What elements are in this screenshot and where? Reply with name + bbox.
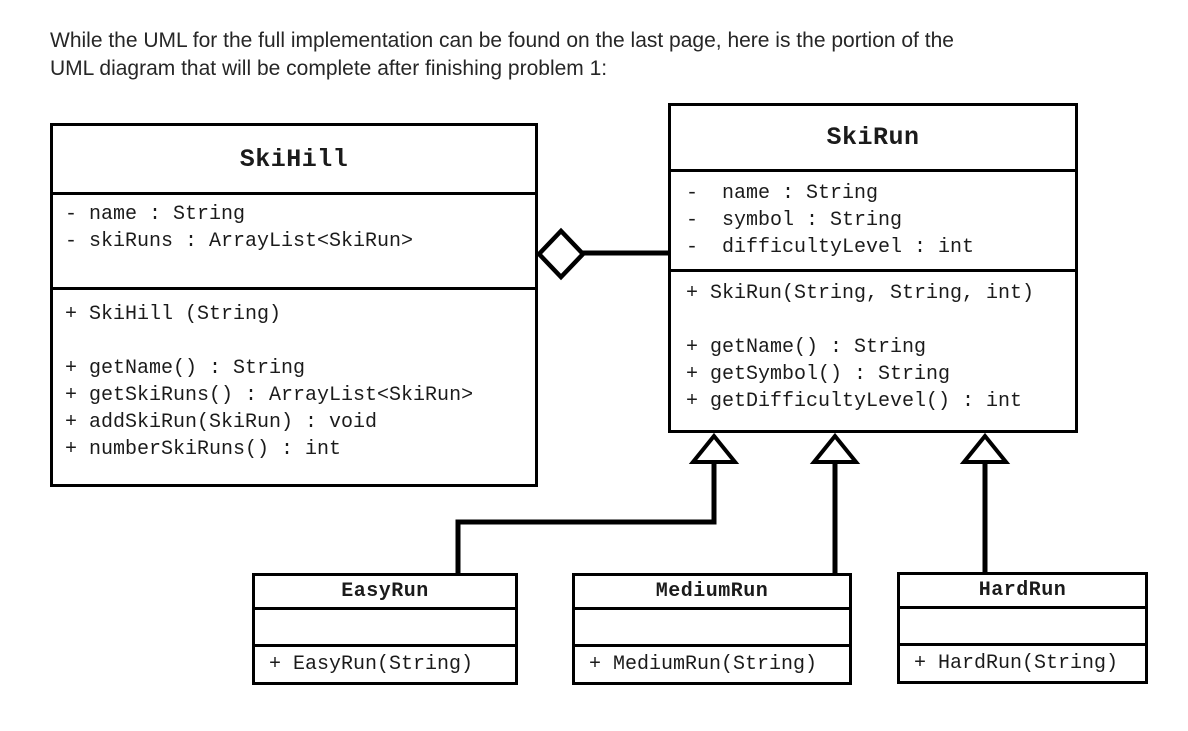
class-methods-hardrun: + HardRun(String): [900, 646, 1145, 681]
intro-line-2: UML diagram that will be complete after …: [50, 57, 608, 80]
inheritance-arrow-easyrun: [688, 432, 740, 464]
member-line: + SkiRun(String, String, int): [686, 282, 1035, 305]
class-title-mediumrun: MediumRun: [575, 576, 849, 610]
class-attributes-hardrun: [900, 609, 1145, 646]
member-line: - skiRuns : ArrayList<SkiRun>: [65, 230, 414, 253]
class-title-easyrun: EasyRun: [255, 576, 515, 610]
member-line: + getDifficultyLevel() : int: [686, 390, 1023, 413]
class-title-skirun: SkiRun: [671, 106, 1075, 172]
intro-line-1: While the UML for the full implementatio…: [50, 29, 954, 52]
class-box-hardrun: HardRun + HardRun(String): [897, 572, 1148, 684]
member-line: [686, 307, 1075, 334]
member-line: - name : String: [686, 182, 879, 205]
class-box-skirun: SkiRun - name : String- symbol : String-…: [668, 103, 1078, 433]
class-methods-skihill: + SkiHill (String) + getName() : String +…: [53, 290, 535, 484]
class-methods-mediumrun: + MediumRun(String): [575, 647, 849, 682]
member-line: + HardRun(String): [914, 652, 1119, 675]
member-line: + getSymbol() : String: [686, 363, 951, 386]
class-box-mediumrun: MediumRun + MediumRun(String): [572, 573, 852, 685]
class-attributes-mediumrun: [575, 610, 849, 647]
member-line: - name : String: [65, 203, 246, 226]
member-line: + getName() : String: [686, 336, 927, 359]
member-line: [65, 328, 535, 355]
member-line: - difficultyLevel : int: [686, 236, 975, 259]
class-box-skihill: SkiHill - name : String - skiRuns : Array…: [50, 123, 538, 487]
inheritance-arrow-hardrun: [959, 432, 1011, 464]
member-line: + addSkiRun(SkiRun) : void: [65, 411, 378, 434]
inheritance-arrow-mediumrun: [809, 432, 861, 464]
class-attributes-skirun: - name : String - symbol : String - diffic…: [671, 172, 1075, 272]
class-title-hardrun: HardRun: [900, 575, 1145, 609]
member-line: + MediumRun(String): [589, 653, 818, 676]
member-line: + getName() : String: [65, 357, 306, 380]
intro-text: While the UML for the full implementatio…: [50, 27, 954, 83]
class-methods-skirun: + SkiRun(String, String, int) + getName(…: [671, 272, 1075, 430]
class-attributes-skihill: - name : String - skiRuns : ArrayList<Ski…: [53, 195, 535, 290]
class-methods-easyrun: + EasyRun(String): [255, 647, 515, 682]
member-line: + getSkiRuns() : ArrayList<SkiRun>: [65, 384, 474, 407]
class-attributes-easyrun: [255, 610, 515, 647]
aggregation-diamond: [535, 227, 587, 281]
member-line: + EasyRun(String): [269, 653, 474, 676]
member-line: + numberSkiRuns() : int: [65, 438, 342, 461]
member-line: + SkiHill (String): [65, 303, 282, 326]
member-line: - symbol : String: [686, 209, 903, 232]
class-title-skihill: SkiHill: [53, 126, 535, 195]
class-box-easyrun: EasyRun + EasyRun(String): [252, 573, 518, 685]
